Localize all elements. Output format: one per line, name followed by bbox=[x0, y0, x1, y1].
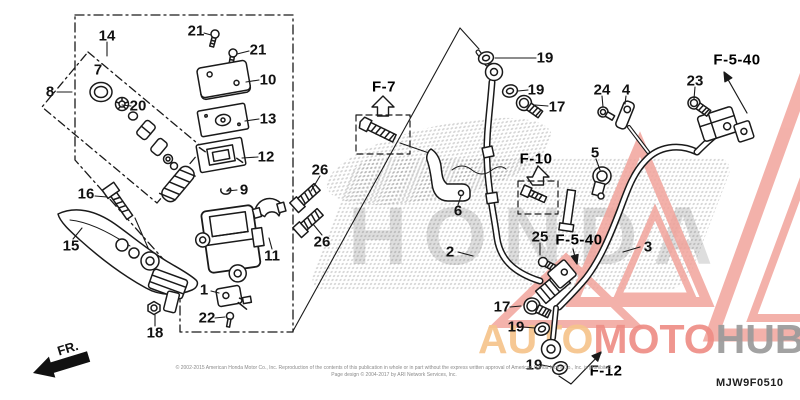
part-number-label[interactable]: 19 bbox=[527, 81, 545, 99]
part-drawing-washer-19d bbox=[551, 361, 569, 375]
leader-lines bbox=[56, 32, 696, 368]
part-number-label[interactable]: 13 bbox=[259, 110, 277, 128]
part-drawing-washer-19b bbox=[501, 84, 519, 98]
copyright-line-2: Page design © 2004-2017 by ARI Network S… bbox=[331, 372, 457, 378]
part-number-label[interactable]: 3 bbox=[643, 238, 653, 256]
part-number-label[interactable]: 19 bbox=[536, 49, 554, 67]
ref-label-f7[interactable]: F-7 bbox=[372, 78, 396, 96]
part-number-label[interactable]: 15 bbox=[62, 237, 80, 255]
part-number-label[interactable]: 2 bbox=[445, 243, 455, 261]
part-drawing-bolt-23 bbox=[687, 96, 712, 117]
part-drawing-master-cylinder-body bbox=[194, 197, 287, 328]
detail-box-master-cylinder bbox=[41, 14, 294, 333]
part-number-label[interactable]: 19 bbox=[525, 356, 543, 374]
part-drawing-switch-1 bbox=[215, 284, 253, 310]
part-drawing-spring bbox=[158, 165, 196, 203]
part-number-label[interactable]: 5 bbox=[590, 144, 600, 162]
part-number-label[interactable]: 14 bbox=[98, 27, 116, 45]
part-number-label[interactable]: 1 bbox=[199, 281, 209, 299]
pointer-lines bbox=[292, 27, 480, 332]
part-drawing-brake-hose-2 bbox=[451, 49, 544, 285]
part-number-label[interactable]: 25 bbox=[531, 228, 549, 246]
part-number-label[interactable]: 22 bbox=[198, 309, 216, 327]
ref-label-f12[interactable]: F-12 bbox=[589, 362, 623, 380]
brand-moto: MOTO bbox=[593, 316, 716, 362]
part-number-label[interactable]: 24 bbox=[593, 81, 611, 99]
part-number-label[interactable]: 20 bbox=[129, 97, 147, 115]
part-drawing-bolt-17a bbox=[515, 94, 544, 119]
part-number-label[interactable]: 26 bbox=[311, 161, 329, 179]
part-drawing-diaphragm-12 bbox=[195, 136, 247, 174]
part-drawing-lid-10 bbox=[196, 59, 252, 101]
part-number-label[interactable]: 26 bbox=[313, 233, 331, 251]
part-number-label[interactable]: 23 bbox=[686, 72, 704, 90]
part-number-label[interactable]: 12 bbox=[257, 148, 275, 166]
part-number-label[interactable]: 19 bbox=[507, 318, 525, 336]
part-drawing-bolt-16 bbox=[101, 181, 134, 221]
part-number-label[interactable]: 21 bbox=[249, 41, 267, 59]
part-drawing-stay-6 bbox=[426, 148, 471, 202]
part-number-label[interactable]: 17 bbox=[493, 298, 511, 316]
part-drawing-clamp-11 bbox=[251, 197, 287, 219]
part-number-label[interactable]: 10 bbox=[259, 71, 277, 89]
brand-watermark: AUTOMOTOHUB bbox=[478, 319, 800, 360]
honda-text-watermark: HONDA bbox=[348, 191, 729, 282]
part-number-label[interactable]: 8 bbox=[45, 83, 55, 101]
part-number-label[interactable]: 9 bbox=[239, 181, 249, 199]
copyright-line-1: © 2002-2015 American Honda Motor Co., In… bbox=[175, 365, 613, 371]
part-drawing-bolt-24 bbox=[597, 106, 616, 121]
ref-f7-box bbox=[355, 95, 430, 155]
part-number-label[interactable]: 4 bbox=[621, 81, 631, 99]
part-drawing-bracket-f540 bbox=[547, 259, 577, 289]
part-number-label[interactable]: 6 bbox=[453, 202, 463, 220]
part-number-label[interactable]: 11 bbox=[264, 247, 280, 265]
ref-label-f540-top[interactable]: F-5-40 bbox=[713, 51, 761, 69]
part-drawing-reservoir-group bbox=[195, 29, 252, 195]
triangle-logo-center bbox=[565, 131, 715, 307]
fr-label: FR. bbox=[56, 338, 80, 358]
part-drawing-stay-4 bbox=[615, 100, 635, 130]
part-drawing-bolt-25 bbox=[537, 256, 559, 273]
ref-f10-box bbox=[517, 165, 559, 215]
part-drawing-screw-22 bbox=[225, 311, 235, 328]
part-number-label[interactable]: 16 bbox=[77, 185, 95, 203]
ref-arrows bbox=[558, 71, 748, 385]
part-drawing-clamp-5 bbox=[591, 166, 612, 200]
part-drawing-bolts-26 bbox=[289, 182, 324, 239]
part-number-label[interactable]: 7 bbox=[93, 61, 103, 79]
part-drawing-bolt-17b bbox=[523, 297, 552, 319]
part-number-label[interactable]: 17 bbox=[548, 98, 566, 116]
ref-label-f10[interactable]: F-10 bbox=[519, 150, 553, 168]
part-drawing-pipe-3 bbox=[523, 129, 722, 375]
part-drawing-plate-13 bbox=[196, 102, 250, 138]
part-drawing-joint-group-right bbox=[597, 96, 755, 154]
ref-label-f540-mid[interactable]: F-5-40 bbox=[555, 231, 603, 249]
triangle-logo-right bbox=[702, 72, 800, 342]
part-drawing-washer-19c bbox=[533, 322, 551, 336]
part-number-label[interactable]: 21 bbox=[187, 22, 205, 40]
block-arrow-up-icon bbox=[526, 165, 550, 186]
part-drawing-clip-9 bbox=[220, 187, 232, 195]
part-drawing-lever-group bbox=[57, 181, 199, 316]
brand-hub: HUB bbox=[715, 316, 800, 362]
fr-direction-arrow: FR. bbox=[33, 338, 91, 378]
part-drawing-hose-eye bbox=[540, 338, 562, 360]
part-drawing-nut-18 bbox=[147, 300, 161, 316]
part-number-label[interactable]: 18 bbox=[146, 324, 164, 342]
part-drawing-washer-19a bbox=[477, 51, 495, 65]
brand-auto: AUTO bbox=[478, 316, 594, 362]
block-arrow-up-icon bbox=[371, 95, 395, 117]
part-drawing-piston-kit bbox=[89, 81, 196, 203]
diagram-part-code: MJW9F0510 bbox=[716, 377, 784, 389]
triangle-logo-small bbox=[488, 252, 644, 328]
